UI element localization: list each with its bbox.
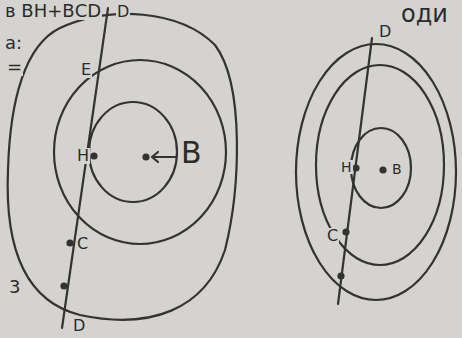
point-label: D [378,24,392,40]
point [68,241,73,246]
middle-circle [54,60,226,244]
point [339,274,344,279]
point-label: С [76,236,89,252]
point-label: С [326,228,339,244]
point [354,166,359,171]
point-label: Е [80,62,92,78]
secant-line [62,8,108,328]
point-label: D [116,4,130,20]
point [381,168,386,173]
inner-circle [89,102,177,202]
outer-circle [296,44,456,300]
point [144,155,149,160]
outer-loop [8,14,237,320]
point-label: В [180,138,203,168]
point [92,154,97,159]
point [62,284,67,289]
point-label: в ВН+ВСD [4,2,102,20]
point-label: D [72,318,86,334]
secant-line [338,38,372,304]
point-label: а: [4,34,23,52]
point-label: Н [340,160,353,174]
point [344,230,349,235]
point-label: В [391,162,403,176]
point-label: оди [400,2,449,26]
point-label: Н [76,148,90,164]
point-label: = [6,58,23,76]
arrow [152,152,176,162]
middle-circle [316,65,444,265]
point-label: 3 [8,278,21,296]
